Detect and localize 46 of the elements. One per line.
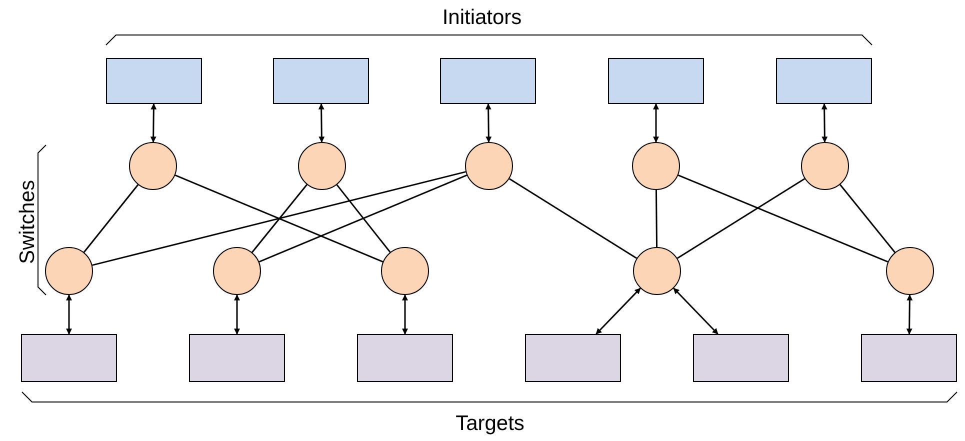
group-label: Switches bbox=[16, 180, 40, 264]
switch-circle bbox=[381, 247, 429, 295]
switch-circle bbox=[801, 142, 849, 190]
target-box bbox=[21, 334, 117, 382]
target-box bbox=[861, 334, 957, 382]
arrow bbox=[653, 103, 659, 143]
arrow bbox=[150, 103, 157, 143]
arrow bbox=[402, 294, 408, 335]
connector-line bbox=[336, 184, 391, 253]
group-label: Initiators bbox=[442, 6, 522, 30]
arrow bbox=[596, 288, 641, 335]
connector-line bbox=[840, 184, 896, 253]
arrow bbox=[673, 288, 718, 335]
connector-line bbox=[655, 190, 658, 247]
arrow bbox=[906, 294, 913, 335]
initiator-box bbox=[776, 58, 872, 104]
arrow bbox=[66, 294, 72, 335]
connector-line bbox=[258, 174, 468, 262]
target-box bbox=[693, 334, 789, 382]
group-label: Targets bbox=[456, 412, 524, 436]
connector-line bbox=[174, 174, 384, 262]
connector-line bbox=[678, 174, 888, 263]
switch-circle bbox=[633, 247, 681, 295]
connector-line bbox=[252, 184, 308, 253]
switch-circle bbox=[886, 247, 934, 295]
connector-line bbox=[92, 171, 466, 266]
initiator-box bbox=[106, 58, 202, 104]
switch-circle bbox=[213, 247, 261, 295]
target-box bbox=[525, 334, 621, 382]
arrow bbox=[318, 103, 325, 143]
arrow bbox=[485, 103, 492, 143]
switch-circle bbox=[465, 142, 513, 190]
switch-circle bbox=[298, 142, 346, 190]
switch-circle bbox=[45, 247, 93, 295]
switch-circle bbox=[129, 142, 177, 190]
connector-line bbox=[83, 184, 139, 253]
target-box bbox=[189, 334, 285, 382]
initiator-box bbox=[608, 58, 704, 104]
arrow bbox=[821, 103, 828, 143]
target-box bbox=[357, 334, 453, 382]
connector-line bbox=[508, 178, 638, 259]
connector-line bbox=[676, 178, 806, 259]
arrow bbox=[234, 294, 240, 335]
switch-circle bbox=[632, 142, 680, 190]
initiator-box bbox=[440, 58, 536, 104]
initiator-box bbox=[273, 58, 369, 104]
